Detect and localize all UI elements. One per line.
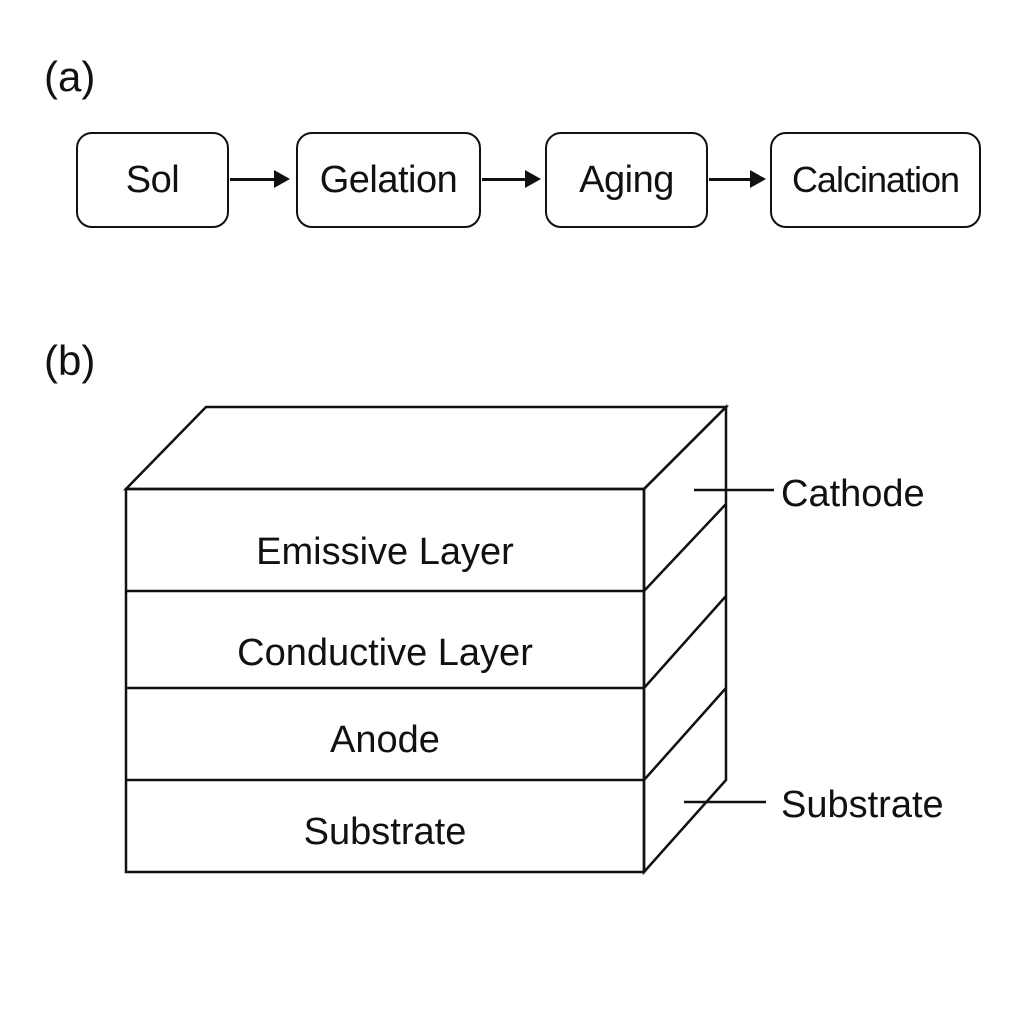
panel-b-label: (b) [44, 337, 96, 384]
callout-substrate: Substrate [781, 784, 944, 826]
stack-top-face [123, 405, 730, 491]
process-step-calcination: Calcination [770, 132, 981, 228]
stack-front-face [124, 487, 646, 874]
flow-arrow [709, 170, 766, 188]
panel-a-label: (a) [44, 53, 96, 100]
callout-cathode: Cathode [781, 473, 925, 515]
flow-arrow [482, 170, 541, 188]
layer-label-conductive: Conductive Layer [237, 632, 533, 674]
layer-label-substrate: Substrate [303, 811, 467, 853]
layer-label-anode: Anode [330, 719, 440, 761]
process-step-gelation: Gelation [296, 132, 481, 228]
layer-divider-side [643, 687, 727, 781]
layer-label-emissive: Emissive Layer [256, 531, 514, 573]
layer-divider-side [643, 595, 727, 689]
flow-arrow [230, 170, 290, 188]
process-step-sol: Sol [76, 132, 229, 228]
process-step-aging: Aging [545, 132, 708, 228]
layer-divider-side [643, 503, 727, 592]
